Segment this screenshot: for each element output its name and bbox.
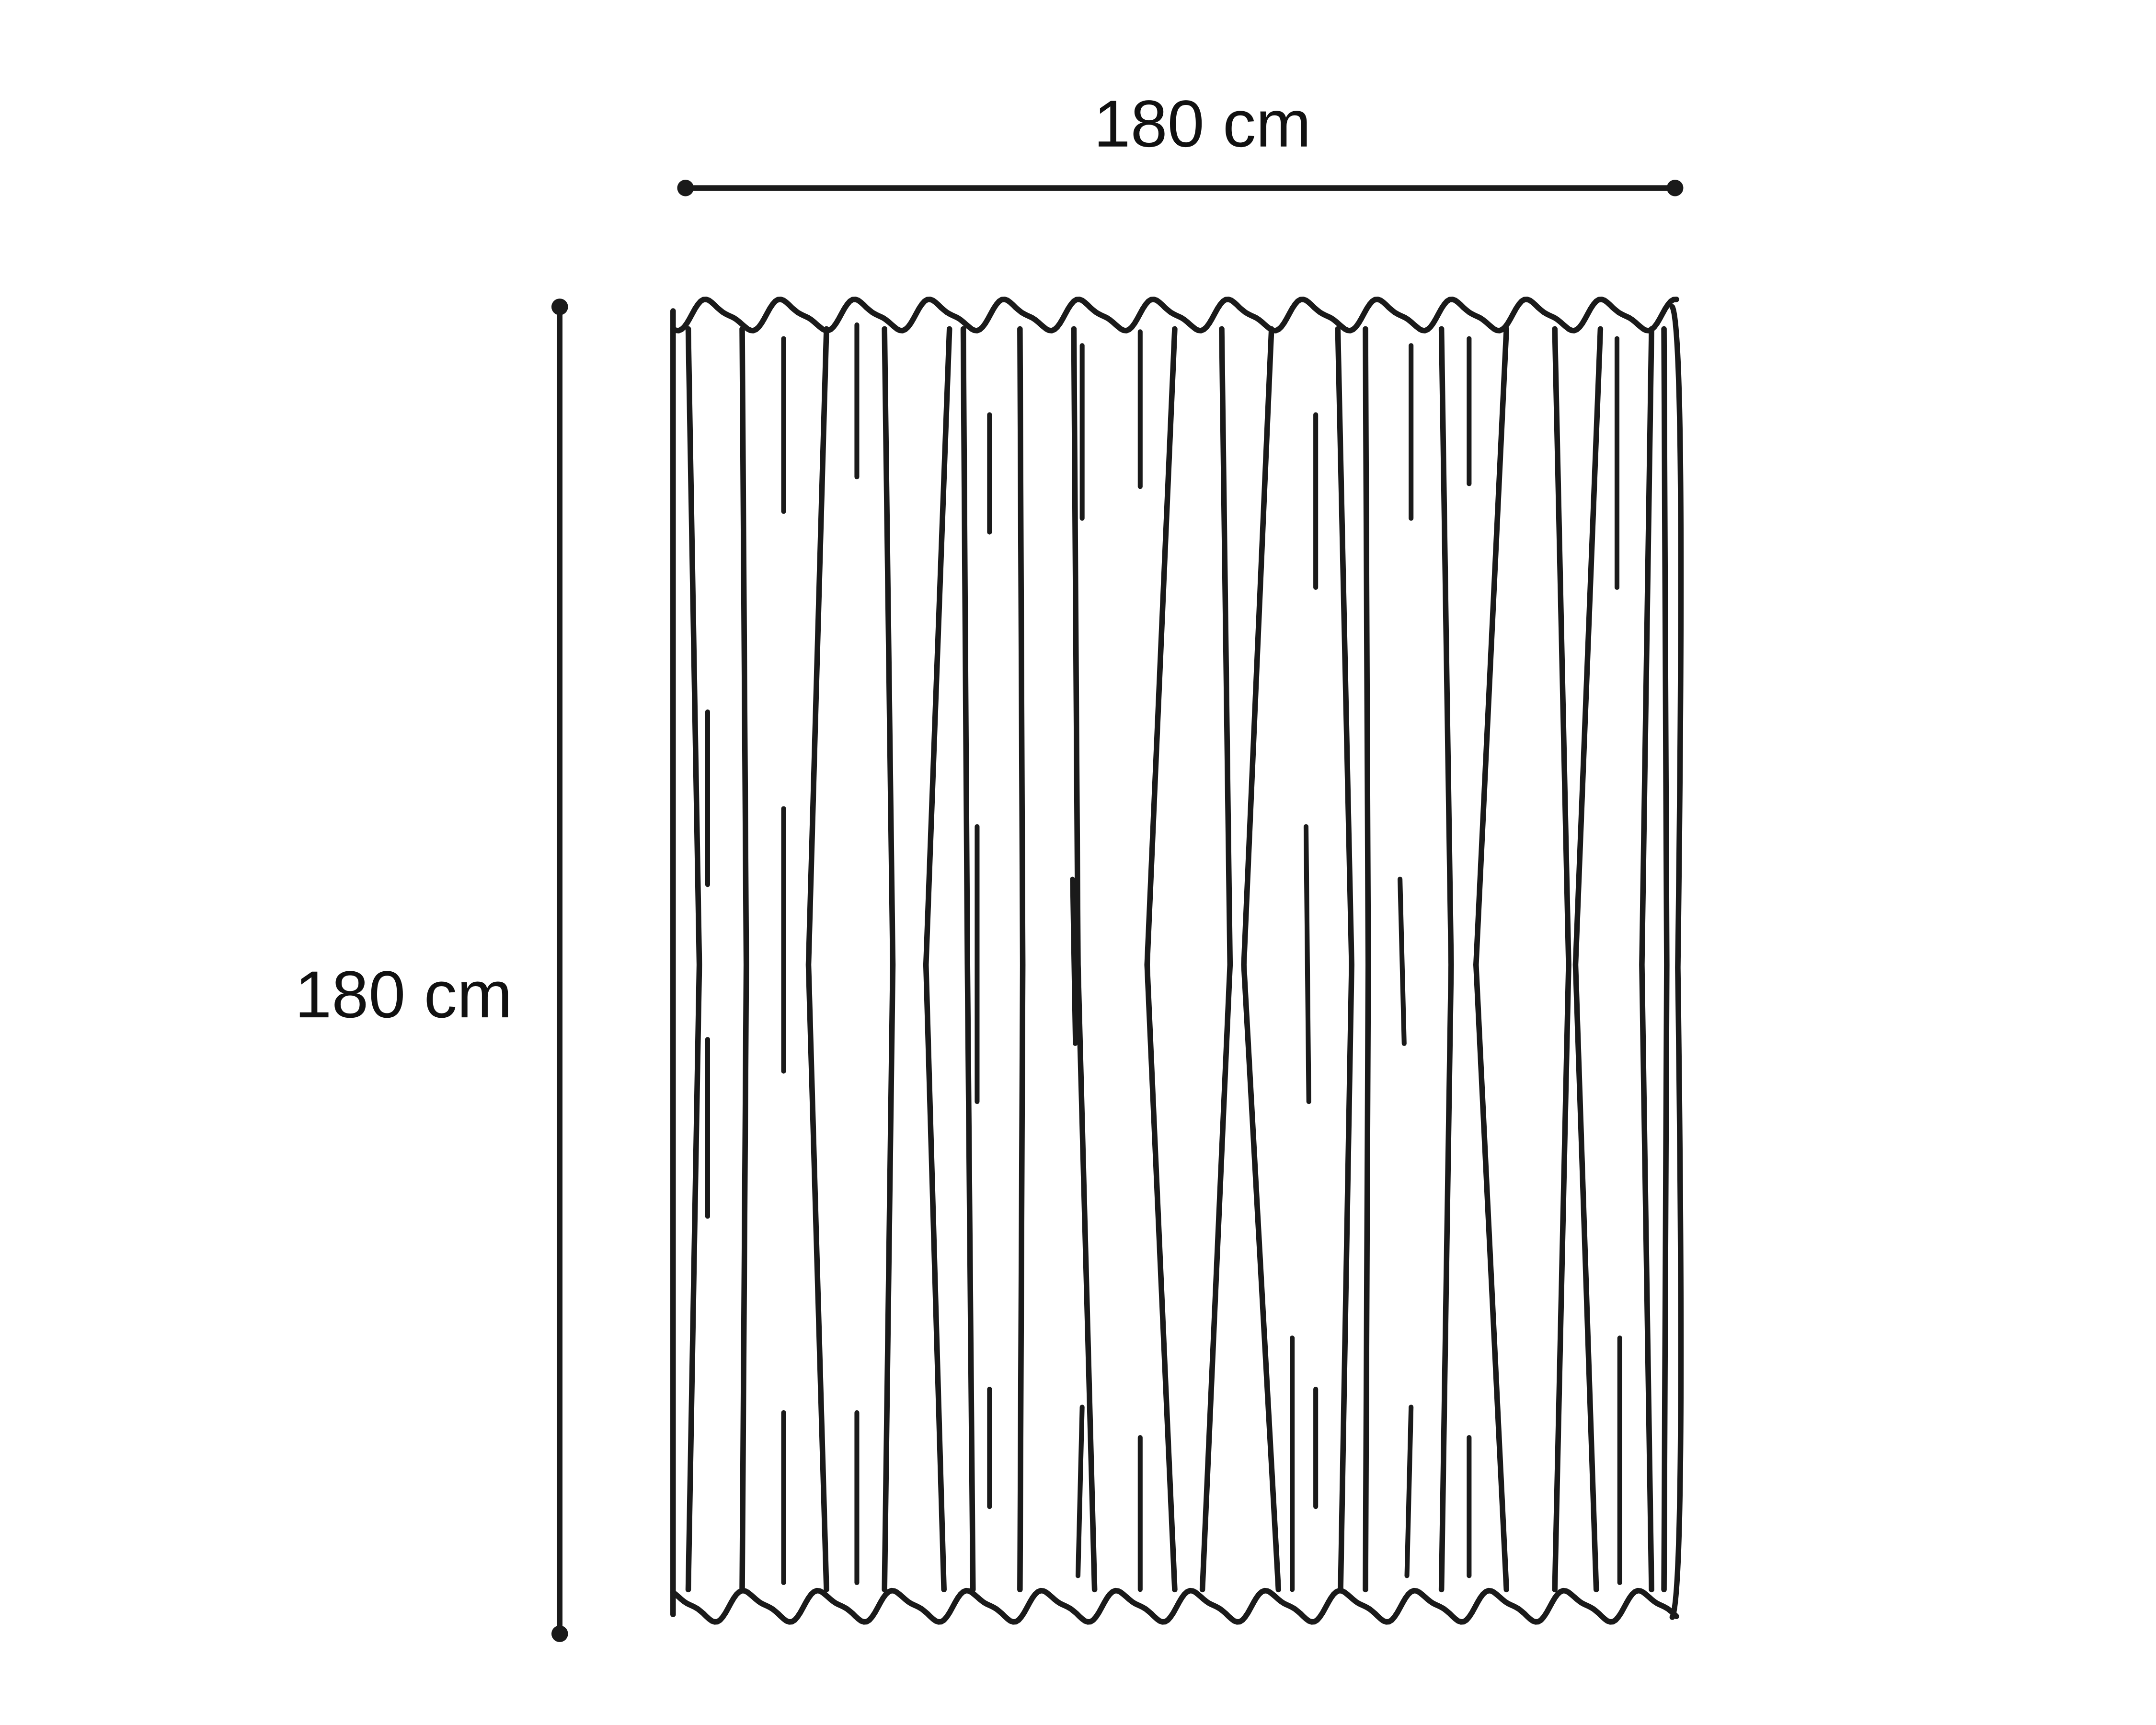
curtain-fold-line <box>1144 326 1178 1593</box>
width-dimension: 180 cm <box>677 87 1684 196</box>
curtain-fold-line <box>882 326 896 1593</box>
width-line-end-right <box>1666 180 1684 196</box>
curtain-bottom-edge <box>670 1587 1679 1625</box>
curtain-top-edge <box>670 297 1679 334</box>
curtain-fold-line <box>1363 326 1371 1593</box>
width-line-end-left <box>677 180 694 196</box>
curtain-fold-line <box>1241 326 1282 1593</box>
curtain-crease-mark <box>1398 876 1407 1046</box>
curtain-right-edge <box>1669 304 1684 1620</box>
curtain-fold-line <box>1473 326 1509 1593</box>
curtain-fold-line <box>739 326 749 1593</box>
curtain-fold-line <box>960 326 976 1593</box>
height-dimension: 180 cm <box>295 299 568 1642</box>
curtain-fold-line <box>1199 326 1233 1593</box>
curtain-fold-line <box>1071 326 1098 1593</box>
curtain-fold-line <box>805 326 829 1593</box>
height-line-end-bottom <box>551 1625 568 1642</box>
curtain-illustration <box>670 297 1684 1625</box>
curtain-crease-mark <box>1303 824 1311 1104</box>
curtain-fold-line <box>1572 326 1604 1593</box>
curtain-crease-mark <box>1075 1404 1085 1578</box>
height-line-end-top <box>551 299 568 315</box>
curtain-fold-line <box>685 326 702 1593</box>
curtain-fold-line <box>1661 326 1670 1593</box>
curtain-fold-line <box>1552 326 1571 1593</box>
curtain-fold-line <box>923 326 952 1593</box>
width-label: 180 cm <box>1094 87 1311 161</box>
curtain-fold-line <box>1017 326 1026 1593</box>
height-label: 180 cm <box>295 958 512 1032</box>
curtain-crease-mark <box>1404 1404 1414 1578</box>
curtain-fold-line <box>1335 326 1354 1593</box>
curtain-fold-line <box>1639 326 1654 1593</box>
curtain-fold-line <box>1438 326 1454 1593</box>
curtain-crease-mark <box>1070 876 1078 1046</box>
